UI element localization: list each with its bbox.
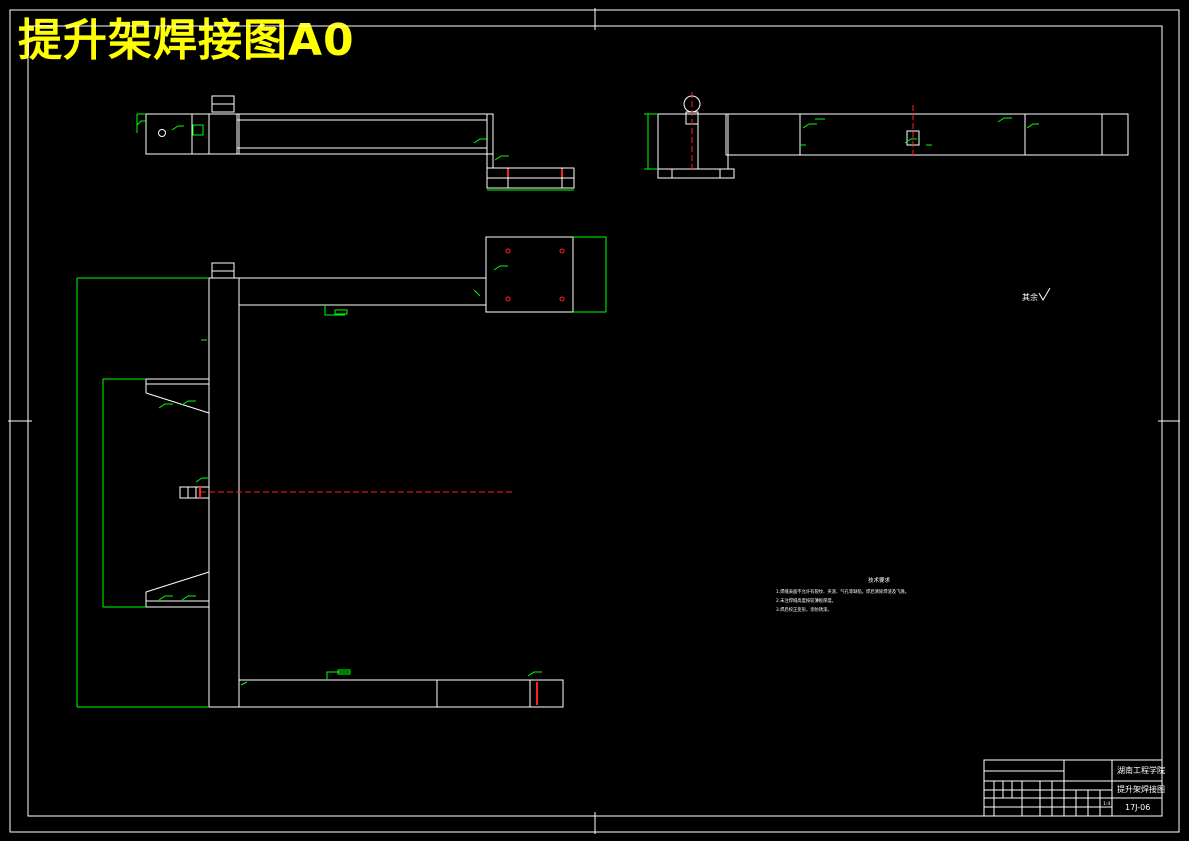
drawing-name: 提升架焊接图 — [1117, 784, 1165, 794]
notes-line-3: 3.焊后校正变形，涂防锈漆。 — [776, 606, 832, 613]
front-view-dimensions — [76, 277, 542, 708]
top-view-right-dimensions — [644, 113, 1039, 170]
end-plate-holes — [505, 248, 565, 302]
top-view-left — [145, 95, 575, 189]
roughness-symbol-icon — [1038, 287, 1051, 301]
front-view-main — [145, 262, 564, 708]
top-view-right-centerlines — [691, 92, 914, 170]
top-view-left-dimensions — [136, 113, 574, 191]
title-block — [983, 759, 1163, 817]
end-plate-dimensions — [493, 236, 607, 313]
end-plate-view — [485, 236, 574, 313]
notes-heading: 技术要求 — [868, 576, 891, 584]
sheet-frame — [8, 8, 1180, 834]
notes-line-2: 2.未注焊缝高度按较薄板厚度。 — [776, 597, 836, 604]
notes-line-1: 1.焊缝表面不允许有裂纹、夹渣、气孔等缺陷，焊后清除焊渣及飞溅。 — [776, 588, 909, 595]
school-name: 湖南工程学院 — [1117, 765, 1165, 775]
top-view-right — [657, 95, 1129, 179]
top-view-left-weld-marks — [507, 169, 563, 177]
drawing-scale: 1:4 — [1103, 801, 1110, 807]
drawing-title-banner: 提升架焊接图A0 — [18, 15, 355, 66]
front-view-weld-marks — [199, 487, 538, 705]
drawing-number: 17J-06 — [1125, 803, 1150, 812]
surface-roughness-label: 其余 — [1022, 292, 1038, 302]
